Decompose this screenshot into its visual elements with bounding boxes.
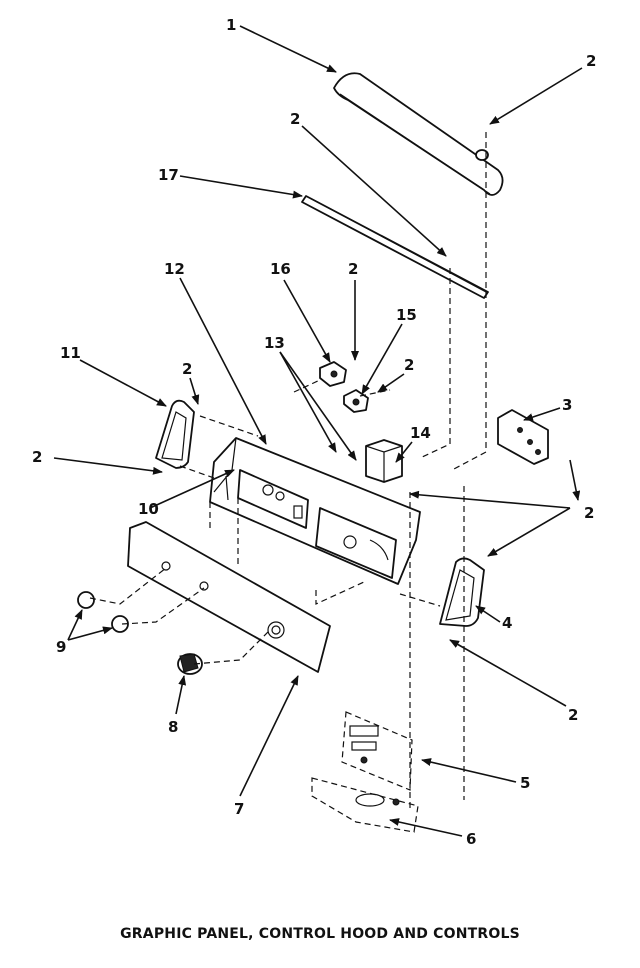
callout-14: 14 bbox=[410, 424, 431, 442]
right-end-cap bbox=[439, 557, 485, 627]
switch-box bbox=[365, 439, 403, 483]
callout-8: 8 bbox=[168, 718, 178, 736]
callout-2-g: 2 bbox=[584, 504, 594, 522]
callout-2-b: 2 bbox=[290, 110, 300, 128]
bracket-16 bbox=[319, 361, 347, 387]
callout-2-d: 2 bbox=[404, 356, 414, 374]
callout-4: 4 bbox=[502, 614, 512, 632]
control-board bbox=[341, 711, 413, 791]
left-end-cap bbox=[155, 399, 195, 469]
callout-17: 17 bbox=[158, 166, 179, 184]
callout-2-f: 2 bbox=[32, 448, 42, 466]
callout-7: 7 bbox=[234, 800, 244, 818]
callout-2-h: 2 bbox=[568, 706, 578, 724]
callout-2-a: 2 bbox=[586, 52, 596, 70]
callout-9: 9 bbox=[56, 638, 66, 656]
leader-lines bbox=[53, 25, 583, 837]
callout-11: 11 bbox=[60, 344, 81, 362]
callout-2-e: 2 bbox=[182, 360, 192, 378]
bracket-15 bbox=[343, 389, 369, 413]
callout-13: 13 bbox=[264, 334, 285, 352]
callout-10: 10 bbox=[138, 500, 159, 518]
control-hood-cover bbox=[333, 72, 504, 196]
trim-strip bbox=[301, 195, 489, 299]
assembly-lines bbox=[89, 132, 487, 810]
diagram-caption: GRAPHIC PANEL, CONTROL HOOD AND CONTROLS bbox=[120, 926, 520, 942]
callout-2-c: 2 bbox=[348, 260, 358, 278]
callout-12: 12 bbox=[164, 260, 185, 278]
callout-16: 16 bbox=[270, 260, 291, 278]
knob-9a bbox=[77, 591, 95, 609]
base-plate bbox=[311, 777, 419, 833]
callout-15: 15 bbox=[396, 306, 417, 324]
timer-knob bbox=[177, 653, 203, 675]
callout-5: 5 bbox=[520, 774, 530, 792]
callout-1: 1 bbox=[226, 16, 236, 34]
graphic-panel bbox=[127, 521, 331, 673]
callout-6: 6 bbox=[466, 830, 476, 848]
callout-3: 3 bbox=[562, 396, 572, 414]
right-mount-plate bbox=[497, 409, 549, 465]
